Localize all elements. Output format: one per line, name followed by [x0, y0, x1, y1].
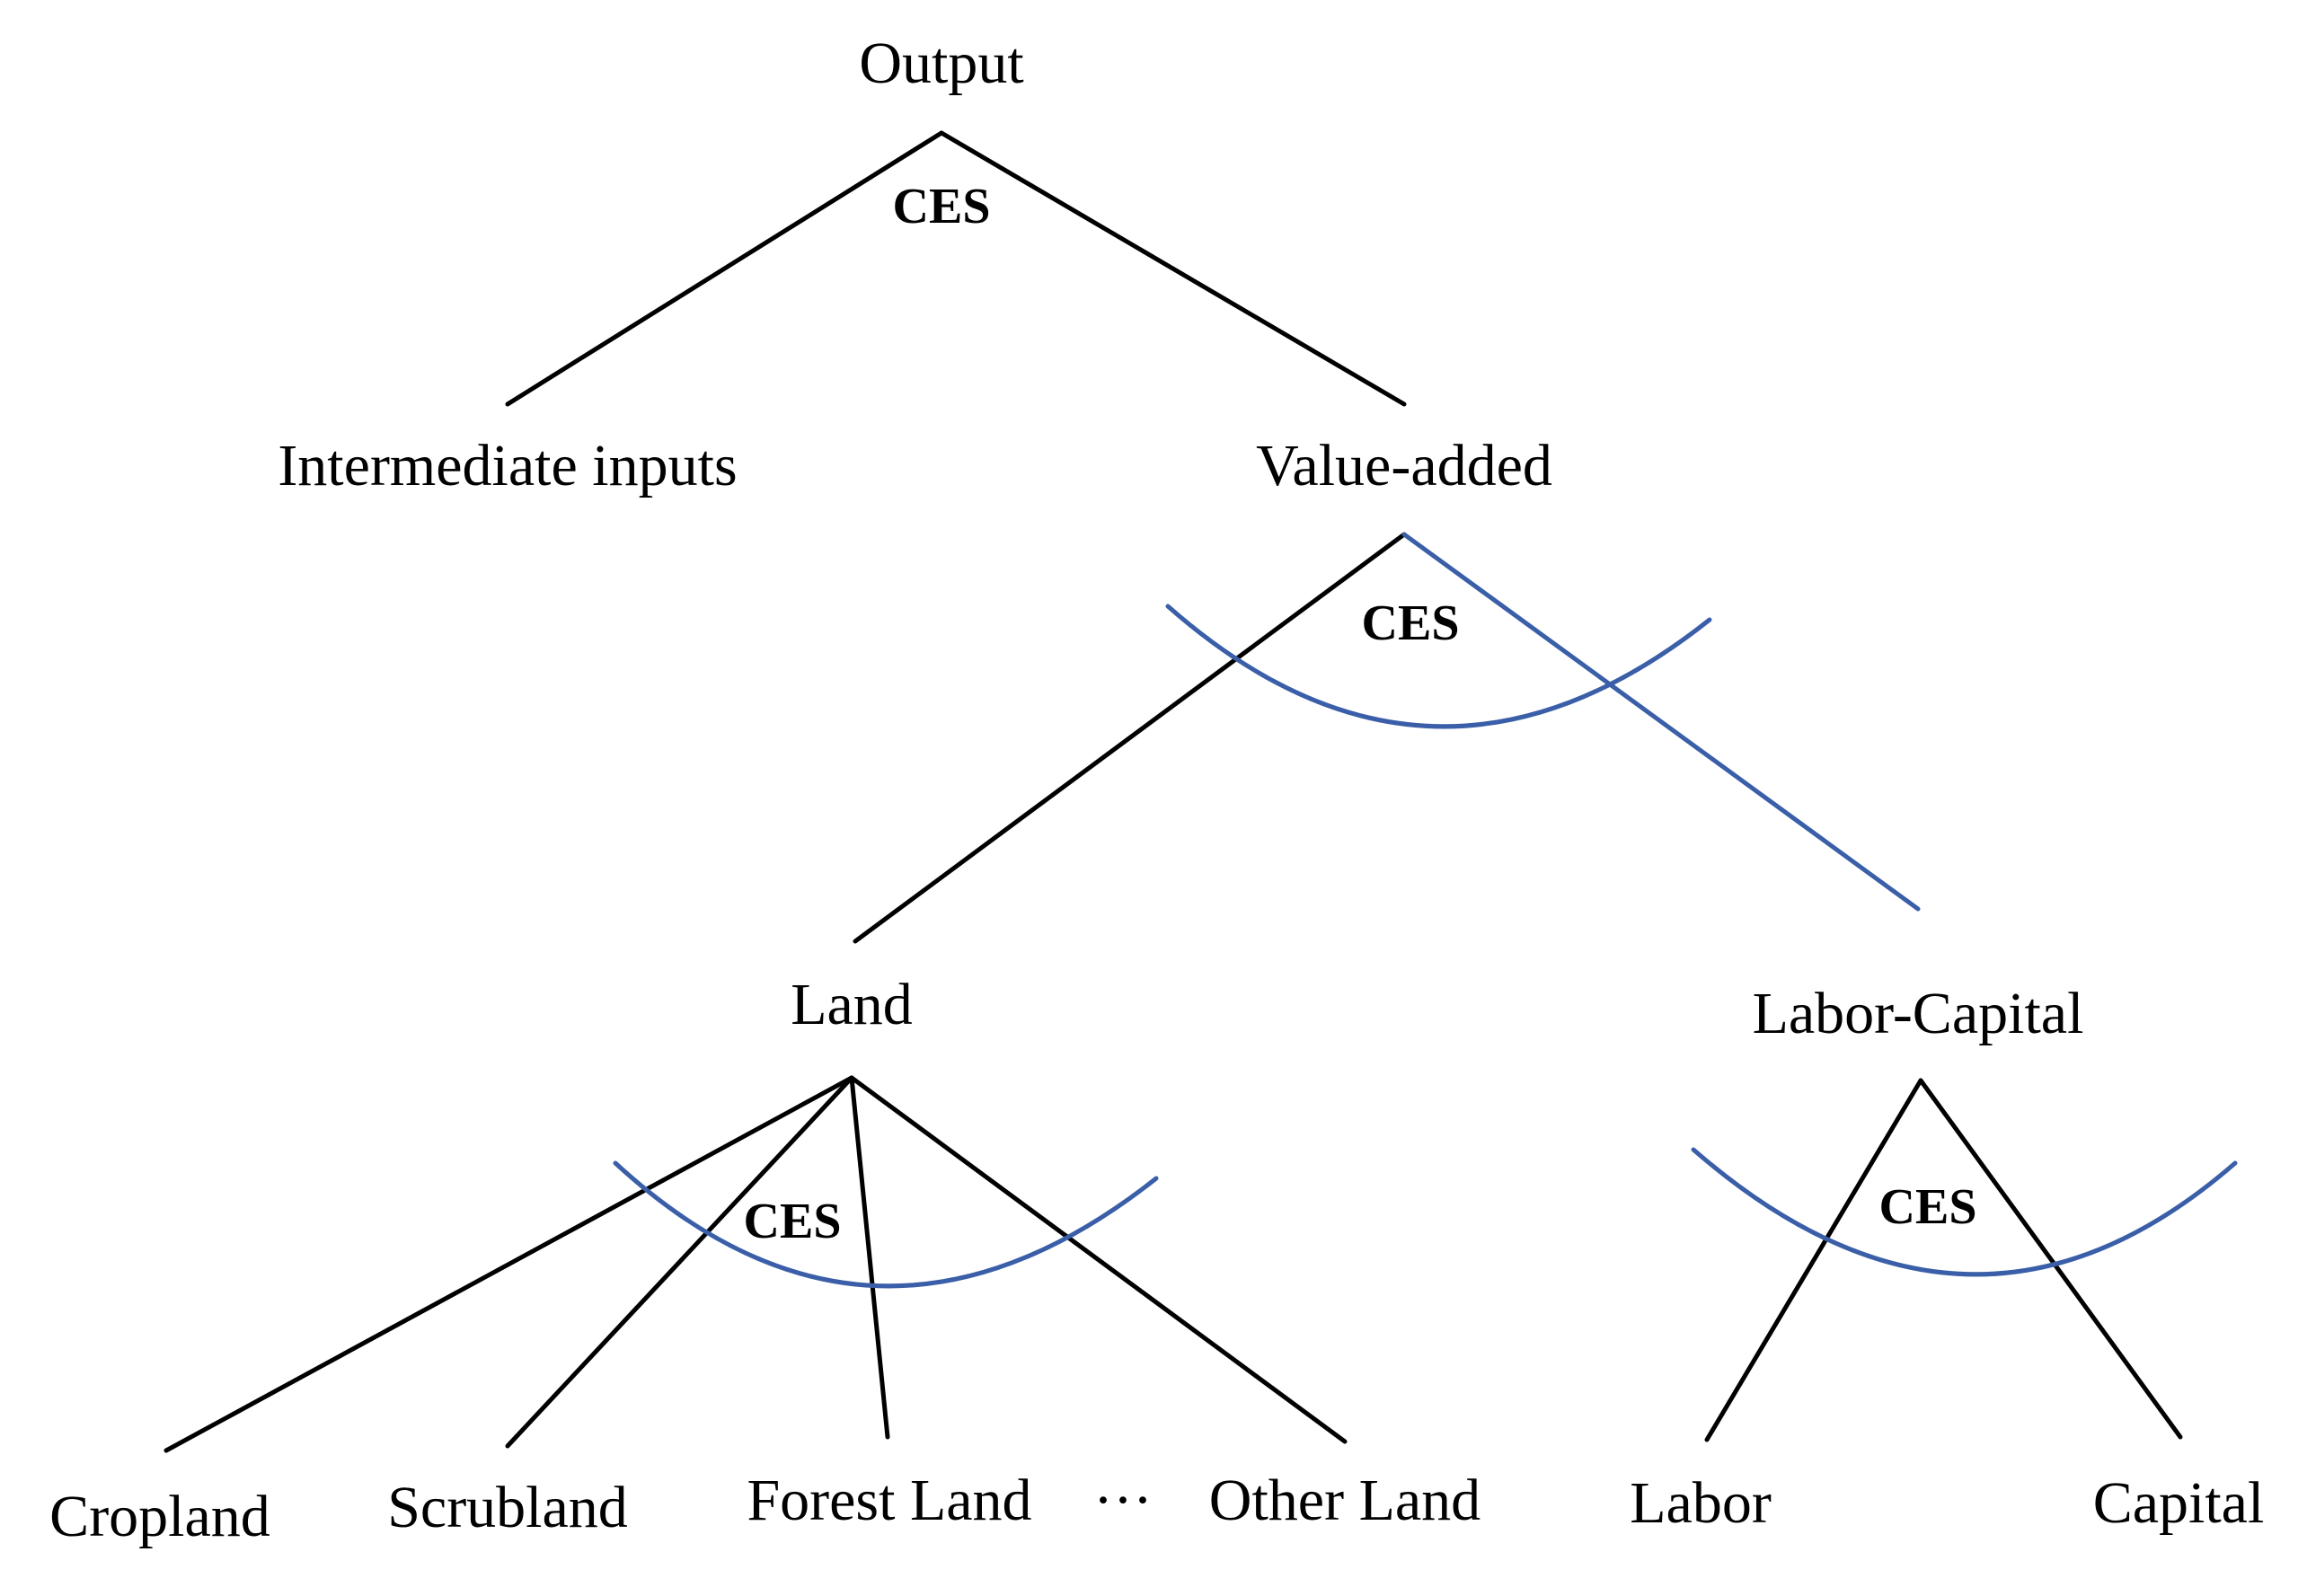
node-forest-land: Forest Land — [747, 1468, 1031, 1533]
node-other-land: Other Land — [1209, 1468, 1481, 1533]
ces-arc-land — [613, 1160, 1159, 1289]
ces-label-labor-capital: CES — [1879, 1179, 1977, 1235]
node-ellipsis: ··· — [1093, 1468, 1153, 1533]
node-value-added: Value-added — [1256, 433, 1552, 498]
node-output: Output — [859, 31, 1023, 96]
edge-labor-capital-labor — [1704, 1078, 1923, 1442]
ces-label-output: CES — [893, 179, 991, 234]
ces-label-value-added: CES — [1362, 595, 1460, 651]
ces-label-land: CES — [744, 1194, 842, 1249]
node-scrubland: Scrubland — [387, 1475, 628, 1540]
node-cropland: Cropland — [49, 1484, 270, 1549]
edge-land-forest-land — [849, 1075, 890, 1440]
edge-labor-capital-capital — [1918, 1078, 2183, 1440]
node-land: Land — [791, 972, 913, 1037]
ces-arc-value-added — [1165, 604, 1712, 729]
edge-land-scrubland — [505, 1075, 854, 1449]
edge-land-cropland — [164, 1075, 854, 1453]
edge-land-other-land — [849, 1075, 1348, 1444]
ces-arc-labor-capital — [1691, 1147, 2238, 1277]
edge-output-intermediate — [505, 130, 944, 407]
node-intermediate-inputs: Intermediate inputs — [278, 433, 737, 498]
edge-value-added-labor-capital — [1401, 532, 1921, 912]
node-capital: Capital — [2093, 1470, 2265, 1536]
edge-output-value-added — [939, 130, 1407, 407]
node-labor-capital: Labor-Capital — [1753, 981, 2084, 1046]
edge-value-added-land — [853, 532, 1407, 944]
node-labor: Labor — [1630, 1470, 1772, 1536]
